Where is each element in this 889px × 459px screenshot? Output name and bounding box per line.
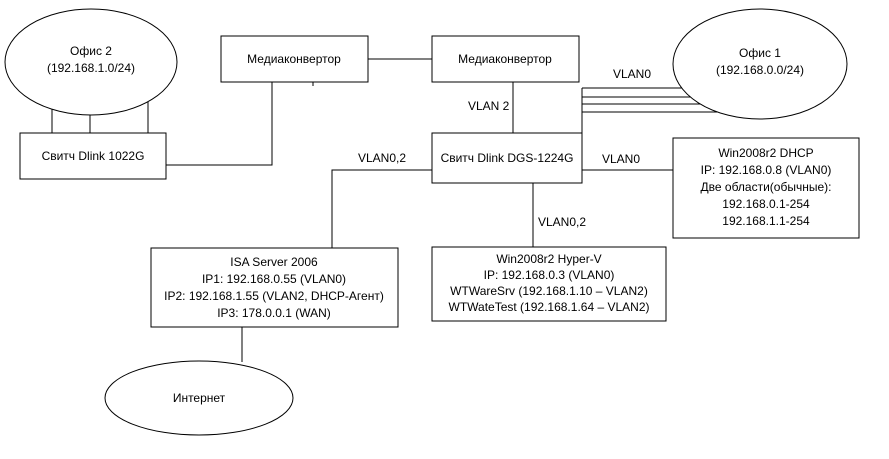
hyperv-server-node: Win2008r2 Hyper-V IP: 192.168.0.3 (VLAN0…: [431, 246, 667, 322]
hyperv-line-3: WTWareSrv (192.168.1.10 – VLAN2): [450, 284, 648, 298]
office1-node: Офис 1 (192.168.0.0/24): [672, 8, 848, 120]
hyperv-line-4: WTWateTest (192.168.1.64 – VLAN2): [449, 300, 650, 314]
office2-title: Офис 2: [70, 44, 112, 58]
isa-vlan-label: VLAN0,2: [358, 151, 406, 165]
isa-line-2: IP1: 192.168.0.55 (VLAN0): [202, 272, 346, 286]
switch-dgs1224g-label: Свитч Dlink DGS-1224G: [441, 151, 574, 165]
internet-node: Интернет: [104, 360, 294, 436]
media-converter-right-label: Медиаконвертор: [458, 52, 552, 66]
dhcp-line-1: Win2008r2 DHCP: [718, 146, 813, 160]
switch-1022g-label: Свитч Dlink 1022G: [42, 149, 145, 163]
office1-title: Офис 1: [739, 46, 781, 60]
internet-label: Интернет: [173, 391, 226, 405]
dhcp-line-2: IP: 192.168.0.8 (VLAN0): [701, 163, 832, 177]
mc-vlan-label: VLAN 2: [468, 99, 510, 113]
hyperv-line-1: Win2008r2 Hyper-V: [496, 252, 601, 266]
office1-subnet: (192.168.0.0/24): [716, 63, 804, 77]
hyperv-line-2: IP: 192.168.0.3 (VLAN0): [484, 268, 615, 282]
office1-vlan-label: VLAN0: [613, 67, 651, 81]
office2-subnet: (192.168.1.0/24): [47, 61, 135, 75]
isa-line-1: ISA Server 2006: [230, 255, 318, 269]
dhcp-server-node: Win2008r2 DHCP IP: 192.168.0.8 (VLAN0) Д…: [672, 137, 860, 239]
switch-1022g-node: Свитч Dlink 1022G: [19, 132, 167, 180]
isa-line-3: IP2: 192.168.1.55 (VLAN2, DHCP-Агент): [164, 289, 384, 303]
media-converter-left-label: Медиаконвертор: [247, 52, 341, 66]
dhcp-line-5: 192.168.1.1-254: [722, 214, 810, 228]
isa-line-4: IP3: 178.0.0.1 (WAN): [217, 306, 331, 320]
dhcp-line-3: Две области(обычные):: [701, 180, 832, 194]
dhcp-line-4: 192.168.0.1-254: [722, 197, 810, 211]
media-converter-right: Медиаконвертор: [431, 35, 580, 83]
switch-dgs1224g-node: Свитч Dlink DGS-1224G: [431, 132, 583, 184]
media-converter-left: Медиаконвертор: [220, 35, 369, 83]
office2-node: Офис 2 (192.168.1.0/24): [4, 8, 178, 116]
isa-server-node: ISA Server 2006 IP1: 192.168.0.55 (VLAN0…: [150, 247, 399, 328]
dhcp-vlan-label: VLAN0: [602, 152, 640, 166]
hyperv-vlan-label: VLAN0,2: [538, 215, 586, 229]
